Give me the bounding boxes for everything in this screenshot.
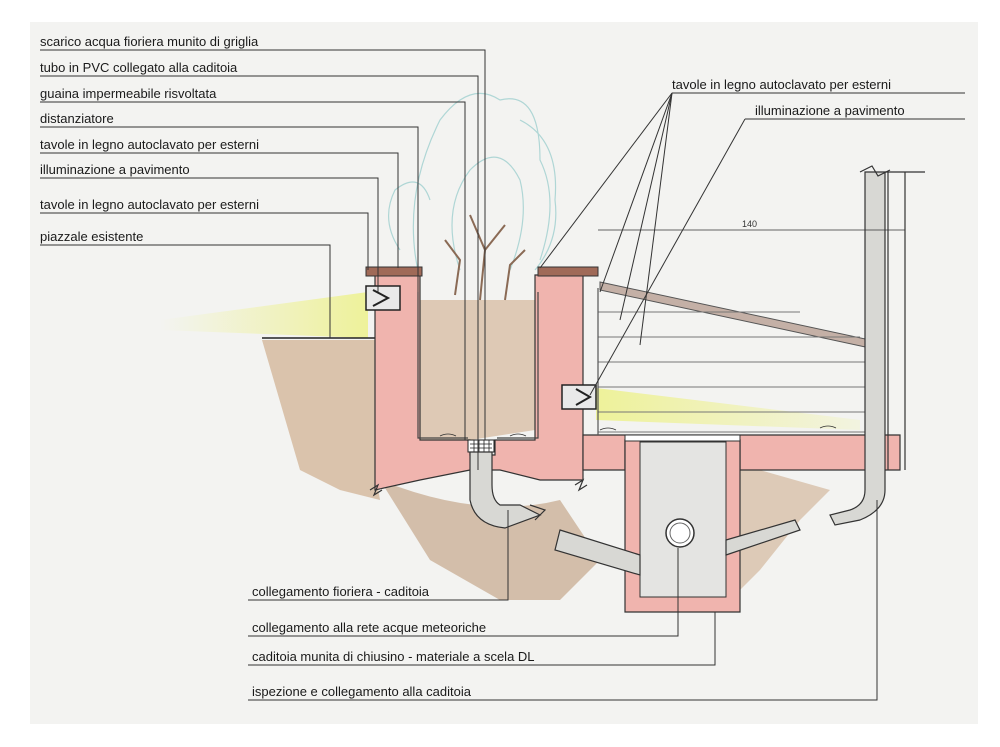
leader-lines-right xyxy=(539,92,965,396)
inspection-pipe-top xyxy=(859,165,891,177)
wood-cap-left xyxy=(365,266,423,277)
leader-lines-bottom xyxy=(248,500,878,701)
break-mark-mid xyxy=(574,478,588,492)
label-pvc-pipe: tubo in PVC collegato alla caditoia xyxy=(40,60,238,75)
light-beam-left xyxy=(160,292,368,338)
waterproof-membrane xyxy=(417,292,539,439)
label-spacer: distanziatore xyxy=(40,111,114,126)
label-caditoia-lid: caditoia munita di chiusino - materiale … xyxy=(252,649,535,664)
grate-hatch xyxy=(470,440,492,452)
label-existing-yard: piazzale esistente xyxy=(40,229,144,244)
wood-cap-right xyxy=(537,266,599,277)
outlet-pipe-inner xyxy=(669,522,691,544)
label-planter-link: collegamento fioriera - caditoia xyxy=(252,584,430,599)
label-drain-with-grate: scarico acqua fioriera munito di griglia xyxy=(40,34,259,49)
floor-light-right xyxy=(561,384,597,410)
planter-foliage xyxy=(387,92,557,281)
break-mark-left xyxy=(369,483,383,497)
label-wood-boards-right: tavole in legno autoclavato per esterni xyxy=(672,77,891,92)
inspection-pipe xyxy=(829,171,886,526)
light-beam-right xyxy=(596,388,860,430)
label-floor-lighting-right: illuminazione a pavimento xyxy=(755,103,905,118)
label-stormwater-link: collegamento alla rete acque meteoriche xyxy=(252,620,487,635)
pvc-pipe-break xyxy=(529,504,547,521)
label-wood-boards-1: tavole in legno autoclavato per esterni xyxy=(40,137,259,152)
deck-boards xyxy=(598,311,868,433)
pipe-left-inlet xyxy=(554,529,641,576)
label-wood-boards-2: tavole in legno autoclavato per esterni xyxy=(40,197,259,212)
pipe-right-inlet xyxy=(725,519,801,556)
leader-lines-left xyxy=(40,49,486,470)
floor-light-left xyxy=(365,285,401,311)
label-floor-lighting-1: illuminazione a pavimento xyxy=(40,162,190,177)
flow-arrows xyxy=(439,425,837,437)
caditoia-lid xyxy=(624,434,741,442)
pvc-pipe xyxy=(469,451,542,529)
label-inspection: ispezione e collegamento alla caditoia xyxy=(252,684,471,699)
dimension-label: 140 xyxy=(742,219,758,229)
planter-drain-grate xyxy=(467,439,495,453)
label-waterproof-sheath: guaina impermeabile risvoltata xyxy=(40,86,217,101)
